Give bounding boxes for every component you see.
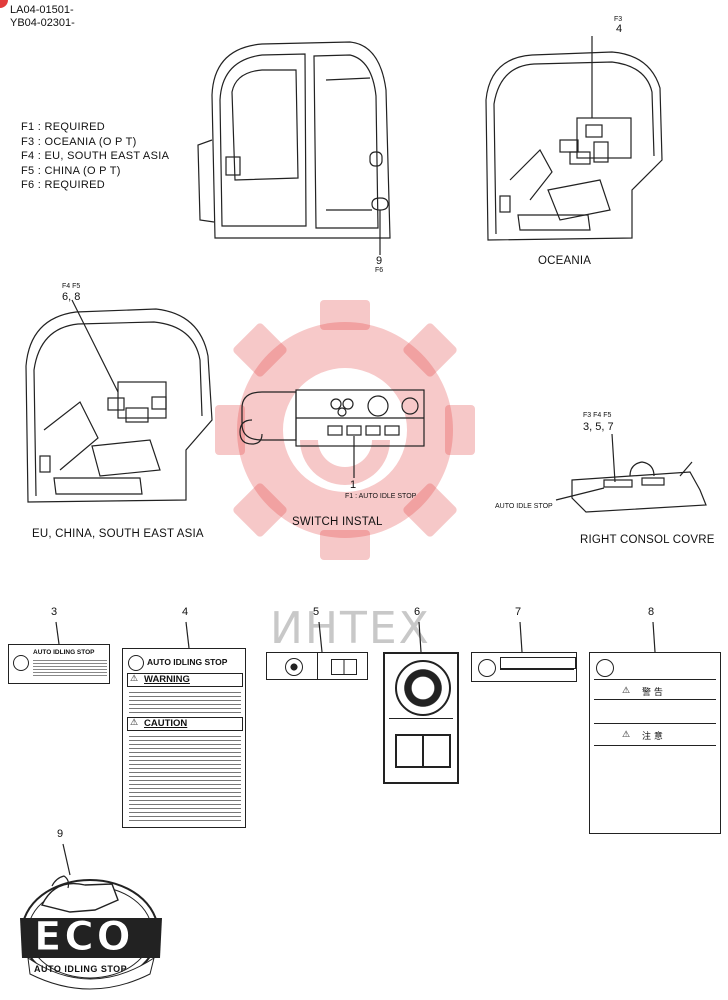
caution-jp-text: 注 意 (642, 732, 663, 742)
part-code-1: LA04-01501- (10, 4, 74, 16)
part-code-2: YB04-02301- (10, 17, 75, 29)
warn-jp-text: 警 告 (642, 688, 663, 698)
cab-exterior-drawing (197, 41, 391, 255)
manual-book-icon (395, 734, 451, 768)
feature-legend: F1 : REQUIRED F3 : OCEANIA (O P T) F4 : … (21, 120, 169, 193)
engine-icon (395, 660, 451, 716)
legend-f5: F5 : CHINA (O P T) (21, 164, 121, 177)
warning-triangle-icon: ⚠ (130, 673, 139, 683)
caution-text: CAUTION (144, 718, 188, 729)
engine-icon (285, 658, 303, 676)
part-num-4: 4 (182, 606, 189, 618)
decal-3-title: AUTO IDLING STOP (33, 649, 95, 656)
eco-text: ECO (34, 914, 134, 961)
part-num-5: 5 (313, 606, 320, 618)
callout-9: 9 (376, 255, 383, 267)
legend-f1: F1 : REQUIRED (21, 121, 105, 133)
decal-7 (471, 652, 577, 682)
warning-banner: ⚠ WARNING (127, 673, 243, 687)
eu-nums: 6, 8 (62, 291, 81, 303)
part-num-3: 3 (51, 606, 58, 618)
console-nums: 3, 5, 7 (583, 421, 614, 433)
warn-jp-triangle-icon: ⚠ (622, 685, 631, 695)
warning-text: WARNING (144, 674, 190, 685)
caution-banner: ⚠ CAUTION (127, 717, 243, 731)
caption-oceania: OCEANIA (538, 255, 592, 267)
decal-4-title: AUTO IDLING STOP (147, 657, 228, 667)
switch-num: 1 (350, 479, 357, 491)
decal-3-fineprint (33, 658, 107, 678)
watermark-corner (0, 0, 8, 8)
decal-3: AUTO IDLING STOP (8, 644, 110, 684)
engine-icon (128, 655, 144, 671)
engine-icon (13, 655, 29, 671)
switch-note: F1 : AUTO IDLE STOP (345, 493, 417, 500)
part-num-8: 8 (648, 606, 655, 618)
warning-fineprint (129, 689, 241, 715)
decal-8: ⚠ 警 告 ⚠ 注 意 (589, 652, 721, 834)
caution-triangle-icon: ⚠ (130, 717, 139, 727)
cab-oceania-drawing (485, 36, 663, 241)
callout-9-flag: F6 (375, 267, 384, 274)
engine-icon (596, 659, 614, 677)
decal-5 (266, 652, 368, 680)
oceania-num: 4 (616, 23, 623, 35)
engine-icon (478, 659, 496, 677)
console-note: AUTO IDLE STOP (495, 503, 553, 510)
caption-eu: EU, CHINA, SOUTH EAST ASIA (32, 528, 204, 540)
decal-4: AUTO IDLING STOP ⚠ WARNING ⚠ CAUTION (122, 648, 246, 828)
console-drawing (555, 433, 707, 513)
caption-console: RIGHT CONSOL COVRE (580, 534, 715, 546)
switch-panel-drawing (239, 389, 425, 478)
part-num-6: 6 (414, 606, 421, 618)
caption-switch: SWITCH INSTAL (292, 516, 383, 528)
watermark-text: ИНТЕХ (270, 603, 431, 654)
part-num-9: 9 (57, 828, 64, 840)
caution-fineprint (129, 733, 241, 821)
legend-f4: F4 : EU, SOUTH EAST ASIA (21, 150, 170, 162)
part-num-7: 7 (515, 606, 522, 618)
oceania-flag: F3 (614, 16, 623, 23)
legend-f3: F3 : OCEANIA (O P T) (21, 135, 137, 148)
eu-flags: F4 F5 (62, 283, 81, 290)
caution-jp-triangle-icon: ⚠ (622, 729, 631, 739)
manual-book-icon (331, 659, 357, 675)
decal-6 (383, 652, 459, 784)
cab-eu-drawing (25, 299, 213, 503)
legend-f6: F6 : REQUIRED (21, 179, 105, 191)
eco-band-text: AUTO IDLING STOP (34, 964, 128, 974)
console-flags: F3 F4 F5 (583, 412, 612, 419)
